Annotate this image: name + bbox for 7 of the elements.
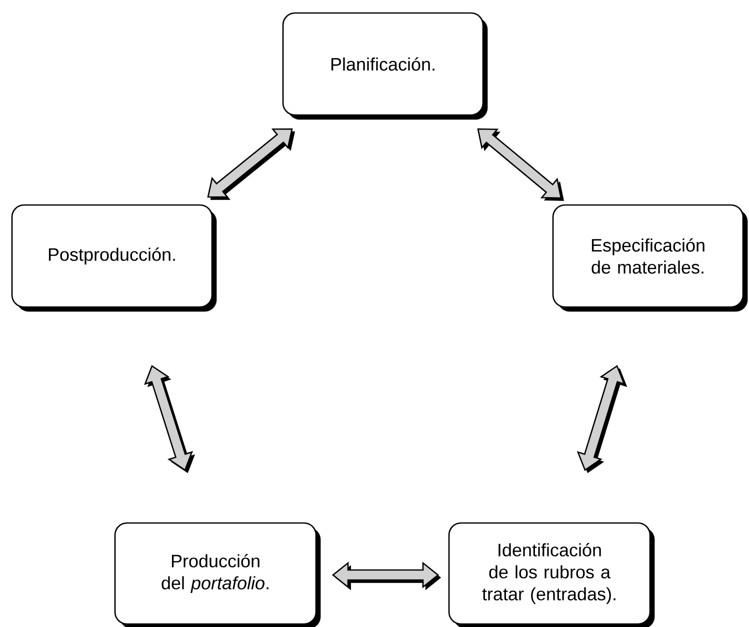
process-box: Especificación de materiales. bbox=[552, 204, 748, 312]
double-arrow bbox=[477, 128, 564, 201]
process-box: Producción del portafolio. bbox=[114, 522, 321, 627]
double-arrow bbox=[207, 128, 295, 200]
process-box: Planificación. bbox=[282, 12, 488, 120]
process-box: Identificación de los rubros a tratar (entradas). bbox=[448, 522, 655, 627]
process-box: Postproducción. bbox=[11, 204, 217, 312]
